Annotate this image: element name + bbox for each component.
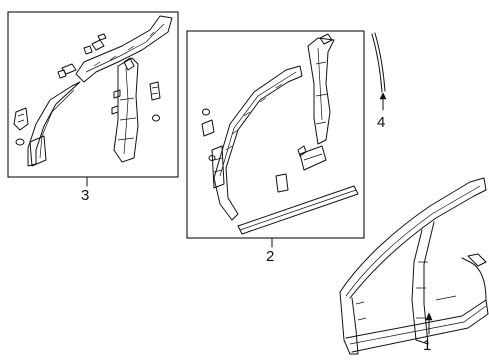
callout-2-label: 2: [266, 248, 274, 265]
part-4-drawing: [371, 32, 386, 93]
part-group-2-drawing: [201, 33, 359, 235]
part-group-3-box: [7, 11, 179, 178]
callout-4-label: 4: [377, 114, 385, 131]
callout-3-label: 3: [81, 187, 89, 204]
part-1-drawing: [339, 177, 489, 355]
callout-4-arrowhead: [379, 92, 387, 100]
part-group-2-box: [186, 30, 365, 239]
callout-1-label: 1: [423, 337, 431, 354]
part-group-3-drawing: [13, 15, 173, 167]
callout-1-arrowhead: [425, 312, 433, 321]
